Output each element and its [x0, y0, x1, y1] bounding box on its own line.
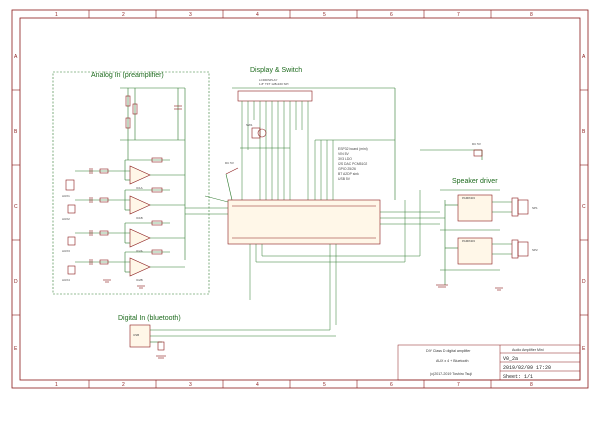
row-label: E [582, 346, 586, 352]
opamp-stage-3: IC2A [75, 220, 185, 253]
outer-frame [11, 9, 589, 389]
aux-label: AUX4 [62, 278, 70, 282]
opamp-stage-2: IC1B [75, 187, 185, 220]
opamp-stage-4: IC2B [75, 249, 185, 282]
usb-label: USB [133, 333, 139, 337]
aux-label: AUX1 [62, 194, 70, 198]
switch-circuit: SW1 DC 5V [225, 123, 290, 201]
speaker-label: SP1 [532, 206, 538, 210]
col-label: 5 [323, 382, 326, 388]
col-label: 5 [323, 12, 326, 18]
analog-section-title: Analog In (preamplifier) [91, 72, 164, 79]
preamp-circuit: IC1A IC1B IC2A [62, 87, 186, 289]
module-note: 3V3 LDO [338, 157, 352, 161]
speaker-section-title: Speaker driver [452, 178, 498, 185]
row-label: A [582, 54, 586, 60]
opamp-stage-1: IC1A [75, 157, 185, 190]
opamp-label: IC1B [136, 216, 143, 220]
row-label: D [14, 279, 18, 285]
aux-jack-2: AUX2 [62, 204, 76, 221]
sheet-text: Sheet: 1/1 [503, 374, 533, 380]
amp-ic-2 [457, 237, 493, 265]
lcd-display: LCDDISPLAY 1.8" TFT 128x160 SPI [232, 78, 396, 200]
col-label: 7 [457, 12, 460, 18]
col-label: 6 [390, 382, 393, 388]
analog-section-box [52, 71, 210, 295]
col-label: 7 [457, 382, 460, 388]
opamp-label: IC2B [136, 278, 143, 282]
col-label: 4 [256, 12, 259, 18]
title-block: DIY Class D digital amplifier AUX x 4 + … [397, 344, 581, 381]
row-label: C [582, 204, 586, 210]
col-label: 1 [55, 382, 58, 388]
design-title: DIY Class D digital amplifier [426, 349, 471, 353]
col-label: 6 [390, 12, 393, 18]
date-text: 2019/02/09 17:20 [503, 365, 551, 371]
module-note: I2S DAC PCM5102 [338, 162, 367, 166]
row-label: D [582, 279, 586, 285]
aux-jack-1: AUX1 [62, 179, 75, 198]
lcd-header [237, 90, 313, 102]
aux-label: AUX3 [62, 249, 70, 253]
mcu-outline [227, 199, 381, 245]
digital-section-title: Digital In (bluetooth) [118, 315, 181, 322]
row-label: B [582, 129, 586, 135]
aux-jack-4: AUX4 [62, 265, 76, 282]
mcu-module: ESP32 board (mini) VIN 5V 3V3 LDO I2S DA… [185, 139, 445, 330]
column-markers: 1 2 3 4 5 6 7 8 1 2 3 4 5 6 7 8 [55, 10, 533, 388]
module-note: BT A2DP sink [338, 172, 359, 176]
design-subtitle: AUX x 4 + Bluetooth [436, 359, 468, 363]
col-label: 4 [256, 382, 259, 388]
lcd-label: 1.8" TFT 128x160 SPI [259, 82, 289, 86]
switch-label: SW1 [246, 123, 253, 127]
speaker-driver: DC 5V PAM8403 SP1 PAM8403 SP2 [420, 142, 538, 291]
col-label: 2 [122, 382, 125, 388]
col-label: 2 [122, 12, 125, 18]
aux-jack-3: AUX3 [62, 236, 76, 253]
row-markers: A B C D E A B C D E [12, 54, 588, 352]
aux-label: AUX2 [62, 217, 70, 221]
module-note: USB 5V [338, 177, 351, 181]
module-note: VIN 5V [338, 152, 349, 156]
row-label: C [14, 204, 18, 210]
col-label: 8 [530, 382, 533, 388]
row-label: B [14, 129, 18, 135]
col-label: 1 [55, 12, 58, 18]
amp-label: PAM8403 [462, 239, 475, 243]
inner-frame [19, 17, 581, 381]
col-label: 3 [189, 382, 192, 388]
bluetooth-module: USB [129, 324, 336, 359]
col-label: 8 [530, 12, 533, 18]
project-name: Audio Amplifier Mini [512, 348, 544, 352]
copyright-text: (c)2017-2019 Toshiro Tsuji [430, 372, 472, 376]
revision-text: V0_2a [503, 356, 518, 362]
module-note: GPIO 25/26 [338, 167, 356, 171]
module-note: ESP32 board (mini) [338, 147, 368, 151]
row-label: A [14, 54, 18, 60]
col-label: 3 [189, 12, 192, 18]
row-label: E [14, 346, 18, 352]
amp-label: PAM8403 [462, 196, 475, 200]
power-label: DC 5V [225, 161, 234, 165]
display-section-title: Display & Switch [250, 67, 302, 74]
opamp-label: IC2A [136, 249, 143, 253]
opamp-label: IC1A [136, 186, 143, 190]
lcd-label: LCDDISPLAY [259, 78, 277, 82]
speaker-label: SP2 [532, 248, 538, 252]
power-label: DC 5V [472, 142, 481, 146]
amp-ic-1 [457, 194, 493, 222]
